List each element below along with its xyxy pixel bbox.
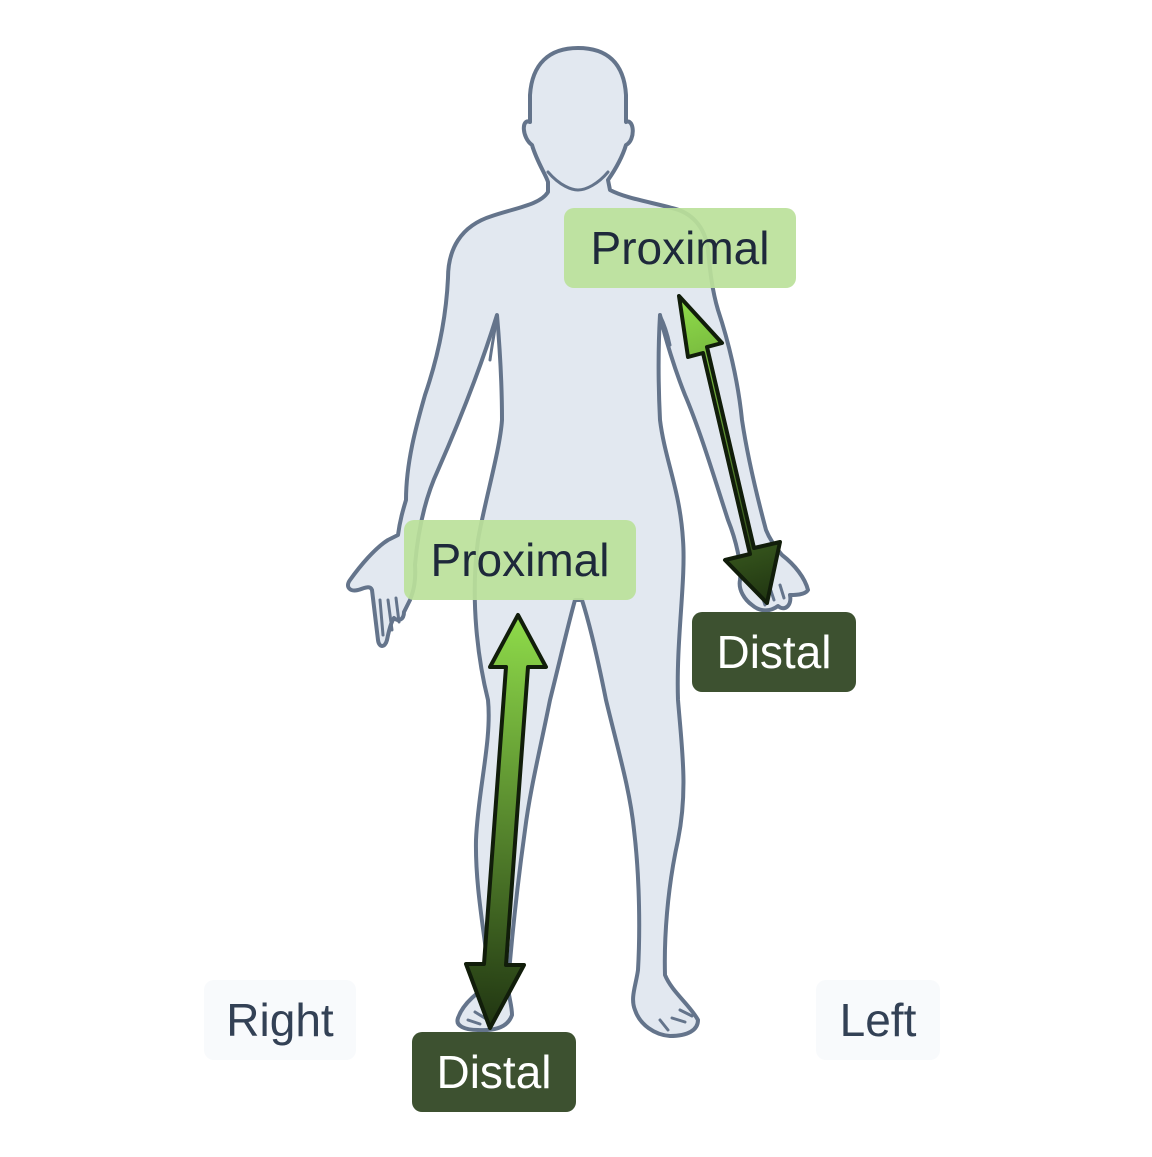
leg-arrow-body xyxy=(464,613,548,1030)
arm-double-arrow xyxy=(677,294,782,605)
arm-arrow-body xyxy=(677,294,782,605)
right-finger-lines xyxy=(378,596,401,637)
proximal-arm-label: Proximal xyxy=(564,208,796,288)
left-armpit-line xyxy=(658,313,672,347)
right-armpit-line xyxy=(488,313,499,362)
left-side-label: Left xyxy=(816,980,940,1060)
leg-double-arrow xyxy=(464,613,548,1030)
proximal-leg-label: Proximal xyxy=(404,520,636,600)
chin-line xyxy=(546,170,610,192)
distal-leg-label: Distal xyxy=(412,1032,576,1112)
distal-arm-label: Distal xyxy=(692,612,856,692)
left-toe-lines xyxy=(658,1008,694,1032)
right-side-label: Right xyxy=(204,980,356,1060)
